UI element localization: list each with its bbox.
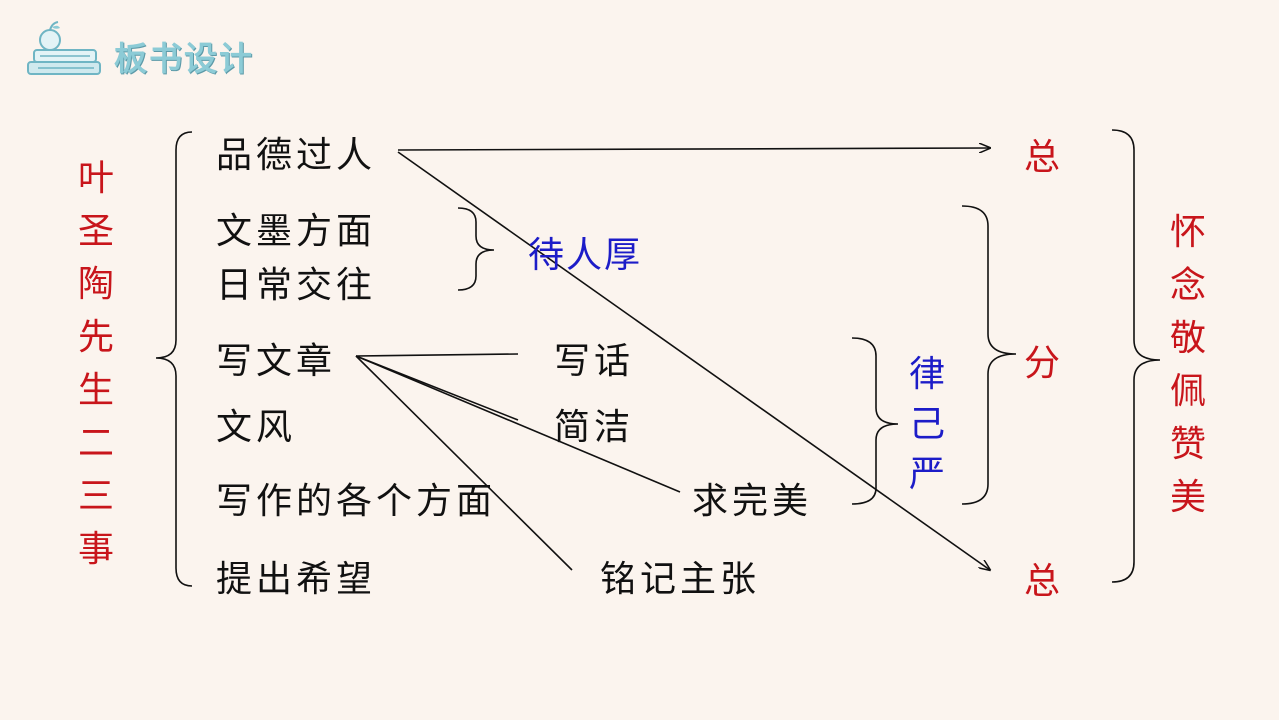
book-stack-apple-icon — [27, 21, 101, 75]
group-dairenhou: 待人厚 — [528, 235, 643, 276]
left-main-brace — [155, 131, 193, 587]
structure-zong-bottom: 总 — [1024, 561, 1061, 602]
sub-item-xiehua: 写话 — [554, 341, 635, 382]
slide-header: 板书设计 — [24, 18, 284, 82]
item-tichu: 提出希望 — [216, 559, 377, 600]
slide-title: 板书设计 — [114, 39, 254, 78]
right-main-brace — [1111, 129, 1161, 583]
item-xiezuo: 写作的各个方面 — [216, 481, 497, 522]
arrow-pinde-to-zong-bottom — [397, 151, 990, 570]
line-to-qiuwanmei — [355, 355, 681, 493]
sub-item-mingji: 铭记主张 — [600, 559, 761, 600]
line-to-mingji — [355, 355, 573, 571]
brace-lvjiyan — [851, 337, 899, 505]
item-xiewenzhang: 写文章 — [216, 341, 337, 382]
item-wenmo: 文墨方面 — [216, 211, 377, 252]
structure-zong-top: 总 — [1024, 137, 1061, 178]
item-pinde: 品德过人 — [216, 135, 377, 176]
group-lvjiyan: 律己严 — [908, 354, 947, 495]
conclusion-vertical: 怀念敬佩赞美 — [1169, 212, 1206, 518]
brace-dairenhou — [457, 207, 495, 291]
left-vertical-title: 叶圣陶先生二三事 — [77, 158, 114, 570]
sub-item-qiuwanmei: 求完美 — [692, 481, 813, 522]
brace-fen — [961, 205, 1017, 505]
structure-fen: 分 — [1024, 343, 1061, 384]
item-richang: 日常交往 — [216, 265, 377, 306]
arrow-pinde-to-zong-top — [397, 148, 990, 150]
sub-item-jianjie: 简洁 — [554, 407, 635, 448]
line-to-xiehua — [355, 353, 519, 357]
item-wenfeng: 文风 — [216, 407, 297, 448]
